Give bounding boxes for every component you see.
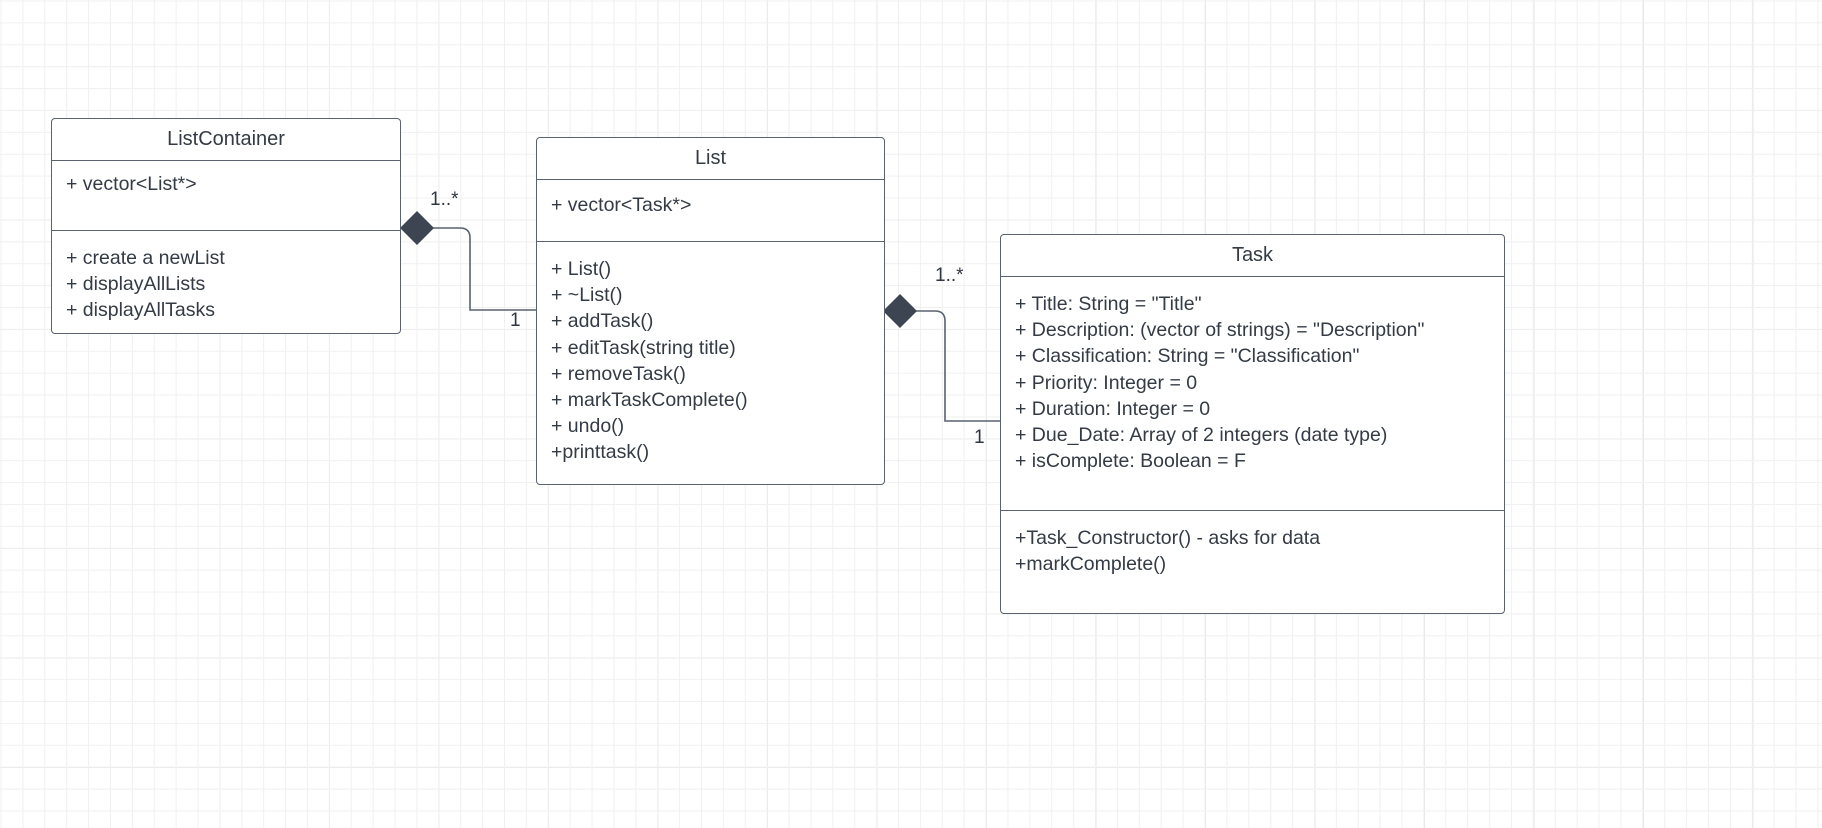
operation-row: + create a newList (66, 247, 225, 269)
operation-row: + displayAllTasks (66, 299, 216, 322)
attribute-row: + isComplete: Boolean = F (1015, 450, 1246, 473)
operation-row: +printtask() (551, 441, 650, 464)
attribute-row: + Priority: Integer = 0 (1015, 371, 1198, 394)
class-box-task[interactable]: Task + Title: String = "Title" + Descrip… (1000, 234, 1505, 614)
class-operations-list: + List() + ~List() + addTask() + editTas… (537, 242, 884, 484)
multiplicity-listcontainer-list-target: 1 (510, 310, 521, 331)
attribute-row: + Description: (vector of strings) = "De… (1015, 319, 1425, 342)
class-attributes-task: + Title: String = "Title" + Description:… (1001, 277, 1504, 511)
class-title-task: Task (1001, 235, 1504, 277)
operation-row: + addTask() (551, 310, 654, 333)
multiplicity-list-task-source: 1..* (935, 265, 964, 286)
composition-diamond-listcontainer (400, 211, 434, 245)
class-operations-listcontainer: + create a newList + displayAllLists + d… (52, 231, 400, 331)
operation-row: +markComplete() (1015, 553, 1167, 576)
connector-listcontainer-list (432, 227, 537, 311)
operation-row: + undo() (551, 415, 625, 438)
operation-row: +Task_Constructor() - asks for data (1015, 527, 1321, 549)
operation-row: + removeTask() (551, 362, 686, 385)
class-title-listcontainer: ListContainer (52, 119, 400, 161)
attribute-row: + Due_Date: Array of 2 integers (date ty… (1015, 424, 1388, 447)
connector-list-task (916, 310, 1001, 422)
operation-row: + markTaskComplete() (551, 389, 748, 412)
attribute-row: + Title: String = "Title" (1015, 293, 1202, 315)
operation-row: + List() (551, 258, 612, 280)
attribute-row: + Duration: Integer = 0 (1015, 397, 1211, 420)
operation-row: + editTask(string title) (551, 336, 736, 359)
composition-diamond-list (883, 294, 917, 328)
attribute-row: + Classification: String = "Classificati… (1015, 345, 1360, 368)
attribute-row: + vector<List*> (66, 173, 197, 195)
class-box-list[interactable]: List + vector<Task*> + List() + ~List() … (536, 137, 885, 485)
class-box-listcontainer[interactable]: ListContainer + vector<List*> + create a… (51, 118, 401, 334)
operation-row: + ~List() (551, 284, 623, 307)
attribute-row: + vector<Task*> (551, 194, 692, 216)
class-title-list: List (537, 138, 884, 180)
operation-row: + displayAllLists (66, 273, 206, 296)
class-attributes-list: + vector<Task*> (537, 180, 884, 242)
class-operations-task: +Task_Constructor() - asks for data +mar… (1001, 511, 1504, 613)
multiplicity-list-task-target: 1 (974, 427, 985, 448)
class-attributes-listcontainer: + vector<List*> (52, 161, 400, 231)
multiplicity-listcontainer-list-source: 1..* (430, 189, 459, 210)
